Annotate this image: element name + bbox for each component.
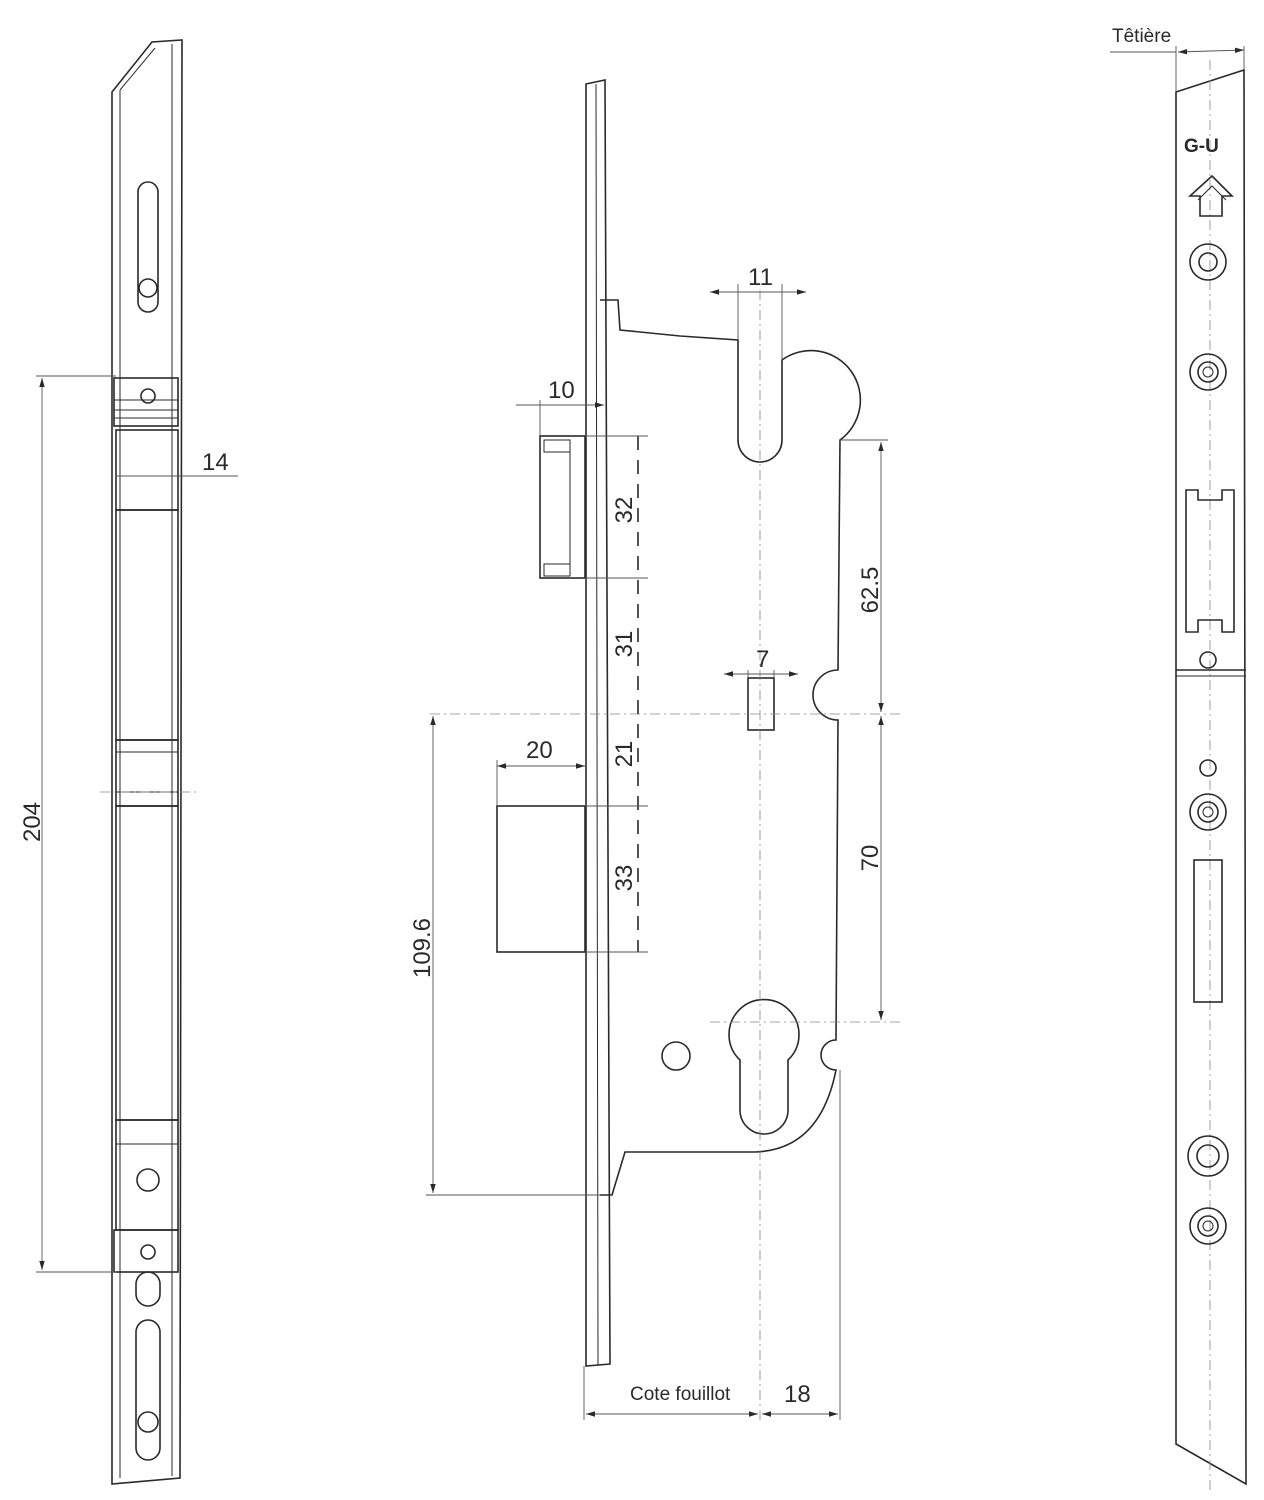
bottom-block-hole xyxy=(140,1244,156,1260)
dim-10: 10 xyxy=(548,377,575,404)
latch-bolt xyxy=(496,805,586,953)
bottom-slot-2 xyxy=(135,1319,161,1461)
dim-109-6: 109.6 xyxy=(409,918,436,978)
screw-3 xyxy=(1189,793,1227,831)
small-hole-2 xyxy=(1199,759,1217,777)
dim-21: 21 xyxy=(611,741,638,768)
dim-11: 11 xyxy=(748,264,773,291)
bottom-slot-1 xyxy=(135,1271,161,1307)
tetiere-plate xyxy=(1175,68,1247,1486)
side-faceplate xyxy=(111,39,183,1485)
top-slot xyxy=(137,181,159,313)
side-view: 204 14 xyxy=(19,39,238,1485)
lock-faceplate xyxy=(585,79,611,1367)
lock-case xyxy=(600,299,862,1196)
small-hole-1 xyxy=(1199,651,1217,669)
dim-33: 33 xyxy=(611,865,638,892)
cylinder-hole xyxy=(728,998,800,1135)
center-block xyxy=(115,739,179,807)
dim-31: 31 xyxy=(611,631,638,658)
deadbolt-opening xyxy=(1185,489,1235,633)
upper-block xyxy=(113,377,179,427)
follower-square xyxy=(747,677,775,731)
dim-18: 18 xyxy=(784,1381,811,1408)
cote-fouillot-label: Cote fouillot xyxy=(630,1384,731,1405)
lock-body-view: 32 31 21 33 10 20 109.6 11 7 62.5 70 xyxy=(409,79,900,1420)
screw-5 xyxy=(1189,1207,1227,1245)
screw-hole xyxy=(661,1041,691,1071)
screw-1 xyxy=(1189,243,1227,281)
deadbolt xyxy=(539,435,586,579)
dim-204: 204 xyxy=(19,802,46,842)
gu-logo-text: G-U xyxy=(1184,136,1219,157)
tetiere-label: Têtière xyxy=(1112,26,1171,47)
middle-case xyxy=(115,509,179,741)
bottom-block xyxy=(113,1229,179,1273)
dim-70: 70 xyxy=(857,845,884,872)
latch-opening xyxy=(1193,859,1223,1003)
dim-14: 14 xyxy=(202,449,229,476)
upper-case xyxy=(115,429,179,511)
lower-case xyxy=(115,805,179,1121)
top-slot-hole xyxy=(138,278,158,298)
dim-32: 32 xyxy=(611,497,638,524)
gu-arrow-logo-icon xyxy=(1187,174,1234,217)
tetiere-view: G-U xyxy=(1110,26,1247,1490)
upper-block-hole xyxy=(140,388,156,404)
lower-block-hole xyxy=(136,1168,160,1192)
dim-62-5: 62.5 xyxy=(857,567,884,614)
dim-7: 7 xyxy=(756,646,769,673)
lower-block xyxy=(115,1119,179,1231)
screw-2 xyxy=(1189,353,1227,391)
bottom-slot-hole xyxy=(137,1411,159,1433)
screw-4 xyxy=(1187,1135,1229,1177)
dim-20: 20 xyxy=(526,737,553,764)
